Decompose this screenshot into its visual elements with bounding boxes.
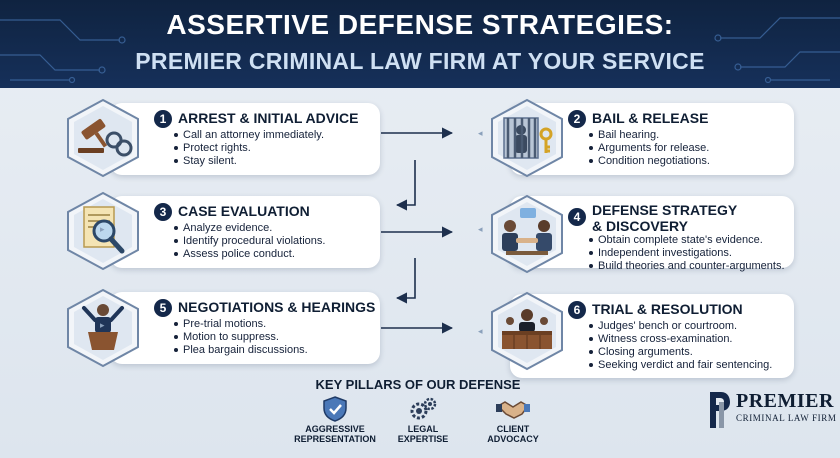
step-title-line: & DISCOVERY [592,218,688,234]
arrow-2-to-3 [395,160,416,211]
chevron-left-icon: ◂ [478,128,483,138]
header-banner: ASSERTIVE DEFENSE STRATEGIES: PREMIER CR… [0,0,840,88]
list-item: Build theories and counter-arguments. [589,260,785,273]
meeting-handshake-icon [488,194,566,274]
gavel-handcuffs-icon [64,98,142,178]
pillar-label: AGGRESSIVE REPRESENTATION [294,424,376,444]
list-item: Call an attorney immediately. [174,129,324,142]
pillars-title: KEY PILLARS OF OUR DEFENSE [315,377,521,392]
pillar-label: LEGAL EXPERTISE [397,424,449,444]
step-title: NEGOTIATIONS & HEARINGS [178,299,376,315]
speaker-podium-icon [64,288,142,368]
pillar-label: CLIENT ADVOCACY [487,424,539,444]
pillar-aggressive-representation: AGGRESSIVE REPRESENTATION [280,396,390,444]
step-number: 3 [154,203,172,221]
list-item: Judges' bench or courtroom. [589,320,772,333]
firm-monogram-icon [710,392,730,428]
document-magnifier-icon [64,191,142,271]
step-number: 4 [568,208,586,226]
list-item: Stay silent. [174,155,324,168]
list-item: Assess police conduct. [174,248,325,261]
list-item: Arguments for release. [589,142,710,155]
list-item: Closing arguments. [589,346,772,359]
jail-cell-key-icon [488,98,566,178]
list-item: Witness cross-examination. [589,333,772,346]
step-card-5: 5 NEGOTIATIONS & HEARINGS Pre-trial moti… [110,292,380,364]
step-list: Call an attorney immediately. Protect ri… [174,129,324,168]
list-item: Analyze evidence. [174,222,325,235]
shield-check-icon [323,396,347,422]
list-item: Seeking verdict and fair sentencing. [589,359,772,372]
handshake-icon [496,401,530,419]
step-card-3: 3 CASE EVALUATION Analyze evidence. Iden… [110,196,380,268]
step-list: Analyze evidence. Identify procedural vi… [174,222,325,261]
list-item: Independent investigations. [589,247,785,260]
list-item: Pre-trial motions. [174,318,308,331]
step-number: 2 [568,110,586,128]
list-item: Bail hearing. [589,129,710,142]
pillar-client-advocacy: CLIENT ADVOCACY [458,396,568,444]
gears-icon [410,397,437,420]
chevron-right-icon: ▸ [100,320,105,330]
chevron-right-icon: ▸ [100,224,105,234]
step-list: Pre-trial motions. Motion to suppress. P… [174,318,308,357]
step-number: 5 [154,299,172,317]
step-title: TRIAL & RESOLUTION [592,301,743,317]
step-number: 1 [154,110,172,128]
chevron-left-icon: ◂ [478,326,483,336]
step-list: Judges' bench or courtroom. Witness cros… [589,320,772,372]
list-item: Condition negotiations. [589,155,710,168]
step-title: ARREST & INITIAL ADVICE [178,110,359,126]
arrow-4-to-5 [395,258,416,304]
step-card-6: 6 TRIAL & RESOLUTION Judges' bench or co… [510,294,794,378]
step-title: BAIL & RELEASE [592,110,709,126]
firm-name: PREMIER [736,390,834,412]
chevron-left-icon: ◂ [478,224,483,234]
list-item: Identify procedural violations. [174,235,325,248]
courtroom-bench-icon [488,291,566,371]
circuit-decoration [0,17,840,84]
list-item: Plea bargain discussions. [174,344,308,357]
step-list: Bail hearing. Arguments for release. Con… [589,129,710,168]
step-title: CASE EVALUATION [178,203,310,219]
step-list: Obtain complete state's evidence. Indepe… [589,234,785,273]
page-subtitle: PREMIER CRIMINAL LAW FIRM AT YOUR SERVIC… [135,48,705,74]
step-title-line: DEFENSE STRATEGY [592,202,738,218]
step-title: DEFENSE STRATEGY & DISCOVERY [592,202,737,234]
firm-logo: PREMIER CRIMINAL LAW FIRM [706,388,836,440]
step-card-1: 1 ARREST & INITIAL ADVICE Call an attorn… [110,103,380,175]
firm-tagline: CRIMINAL LAW FIRM [736,413,837,423]
list-item: Obtain complete state's evidence. [589,234,785,247]
page-title: ASSERTIVE DEFENSE STRATEGIES: [166,9,674,40]
pillar-legal-expertise: LEGAL EXPERTISE [368,396,478,444]
step-number: 6 [568,301,586,319]
step-card-4: 4 DEFENSE STRATEGY & DISCOVERY Obtain co… [510,196,794,272]
list-item: Motion to suppress. [174,331,308,344]
list-item: Protect rights. [174,142,324,155]
